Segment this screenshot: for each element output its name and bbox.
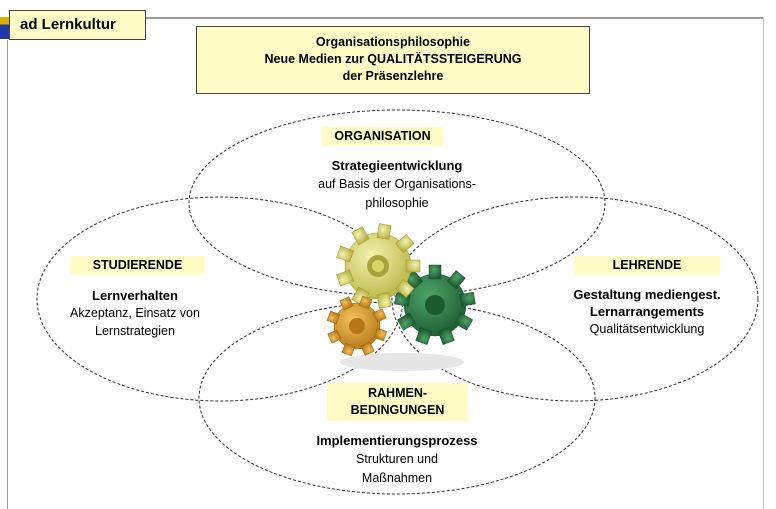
rahmen-tag: RAHMEN- BEDINGUNGEN [327,383,468,421]
lehrende-bold-1: Gestaltung mediengest. [573,287,721,302]
rahmen-tag-line-2: BEDINGUNGEN [350,403,445,417]
lehrende-bold-2: Lernarrangements [589,304,705,319]
header-box: Organisationsphilosophie Neue Medien zur… [196,26,590,94]
ellipse-rahmen [198,301,596,495]
rahmen-line-2: Maßnahmen [361,471,433,485]
frame-top-rule [0,17,764,19]
rahmen-bold: Implementierungsprozess [316,433,478,448]
gears-icon [326,223,476,371]
frame-left-rule [7,40,8,509]
lehrende-tag: LEHRENDE [574,256,720,275]
studierende-bold: Lernverhalten [92,288,178,303]
organisation-line-2: philosophie [365,196,429,210]
studierende-line-2: Lernstrategien [95,324,175,338]
header-line-3: der Präsenzlehre [342,69,444,83]
frame-right-rule [763,17,764,509]
header-line-2: Neue Medien zur QUALITÄTSSTEIGERUNG [264,52,522,66]
rahmen-line-1: Strukturen und [356,452,438,466]
organisation-tag: ORGANISATION [322,127,443,146]
header-line-1: Organisationsphilosophie [315,35,471,49]
studierende-line-1: Akzeptanz, Einsatz von [70,306,200,320]
lehrende-line-1: Qualitätsentwicklung [589,322,705,336]
corner-accent [0,17,9,39]
organisation-line-1: auf Basis der Organisations- [318,177,476,191]
ellipse-organisation [188,109,606,297]
ellipse-lehrende [391,196,759,402]
section-tag: ad Lernkultur [9,10,146,40]
organisation-bold: Strategieentwicklung [331,158,463,173]
rahmen-tag-line-1: RAHMEN- [367,386,428,400]
studierende-tag: STUDIERENDE [70,256,205,275]
